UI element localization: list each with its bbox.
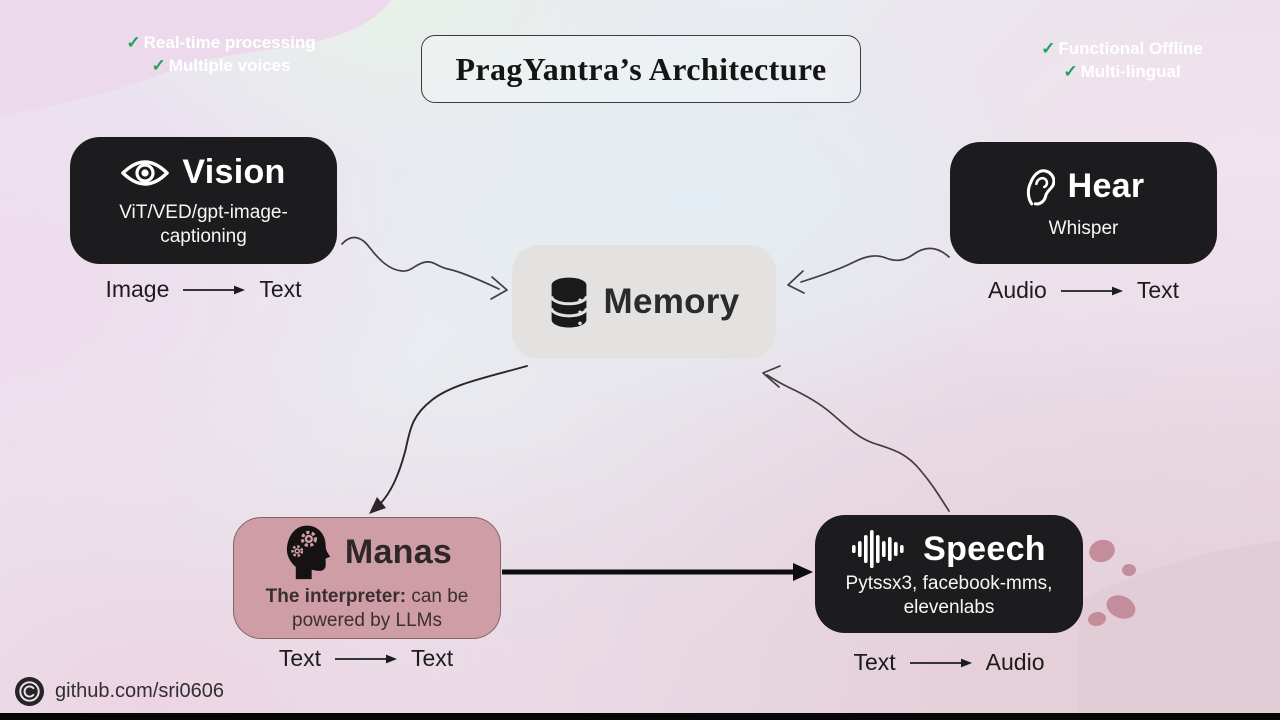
badge-realtime: ✓Real-time processing	[126, 33, 316, 52]
arrow-hear-to-memory	[800, 247, 950, 283]
hear-node: Hear Whisper	[950, 142, 1217, 264]
arrow-speech-to-memory	[766, 374, 950, 512]
manas-title: Manas	[344, 532, 453, 571]
manas-node: Manas The interpreter: can be powered by…	[233, 517, 501, 639]
head-gears-icon	[282, 524, 332, 580]
right-arrow-icon	[909, 658, 972, 667]
badge-multilingual: ✓Multi-lingual	[1063, 62, 1181, 81]
waveform-icon	[852, 529, 910, 569]
bottom-right-blob	[1078, 541, 1280, 720]
badge-offline: ✓Functional Offline	[1041, 39, 1203, 58]
database-icon	[548, 277, 590, 328]
check-icon: ✓	[1063, 62, 1078, 81]
speech-title: Speech	[923, 529, 1046, 568]
check-icon: ✓	[126, 33, 141, 52]
speech-io-label: Text Audio	[853, 649, 1045, 675]
ear-icon	[1023, 166, 1055, 208]
memory-title: Memory	[603, 282, 740, 321]
speech-subtitle: Pytssx3, facebook-mms, elevenlabs	[845, 573, 1053, 618]
vision-title: Vision	[182, 153, 286, 192]
eye-icon	[121, 157, 170, 189]
arrow-vision-to-memory	[341, 236, 500, 290]
copyright-icon	[14, 676, 45, 707]
right-arrow-icon	[183, 285, 246, 294]
vision-io-label: Image Text	[105, 276, 302, 302]
footer-repo-link[interactable]: github.com/sri0606	[55, 680, 224, 702]
arrow-manas-to-speech	[502, 563, 813, 581]
hear-subtitle: Whisper	[1048, 217, 1119, 239]
manas-io-label: Text Text	[278, 645, 454, 671]
title-box: PragYantra’s Architecture	[421, 35, 861, 103]
right-arrow-icon	[335, 654, 397, 663]
memory-node: Memory	[512, 245, 776, 359]
speech-node: Speech Pytssx3, facebook-mms, elevenlabs	[815, 515, 1083, 633]
vision-node: Vision ViT/VED/gpt-image-captioning	[70, 137, 337, 264]
feature-badges-left: ✓Real-time processing ✓Multiple voices	[88, 31, 354, 77]
right-arrow-icon	[1060, 286, 1123, 295]
feature-badges-right: ✓Functional Offline ✓Multi-lingual	[1002, 37, 1242, 83]
bottom-bar	[0, 713, 1280, 720]
check-icon: ✓	[1041, 39, 1056, 58]
page-title: PragYantra’s Architecture	[455, 50, 827, 87]
manas-subtitle: The interpreter: can be powered by LLMs	[265, 586, 469, 631]
arrow-memory-to-manas	[376, 365, 528, 508]
check-icon: ✓	[151, 56, 166, 75]
vision-subtitle: ViT/VED/gpt-image-captioning	[119, 202, 288, 247]
hear-title: Hear	[1067, 167, 1145, 206]
hear-io-label: Audio Text	[987, 277, 1179, 303]
pink-dots	[1088, 539, 1136, 627]
footer: github.com/sri0606	[14, 676, 224, 707]
badge-voices: ✓Multiple voices	[151, 56, 291, 75]
